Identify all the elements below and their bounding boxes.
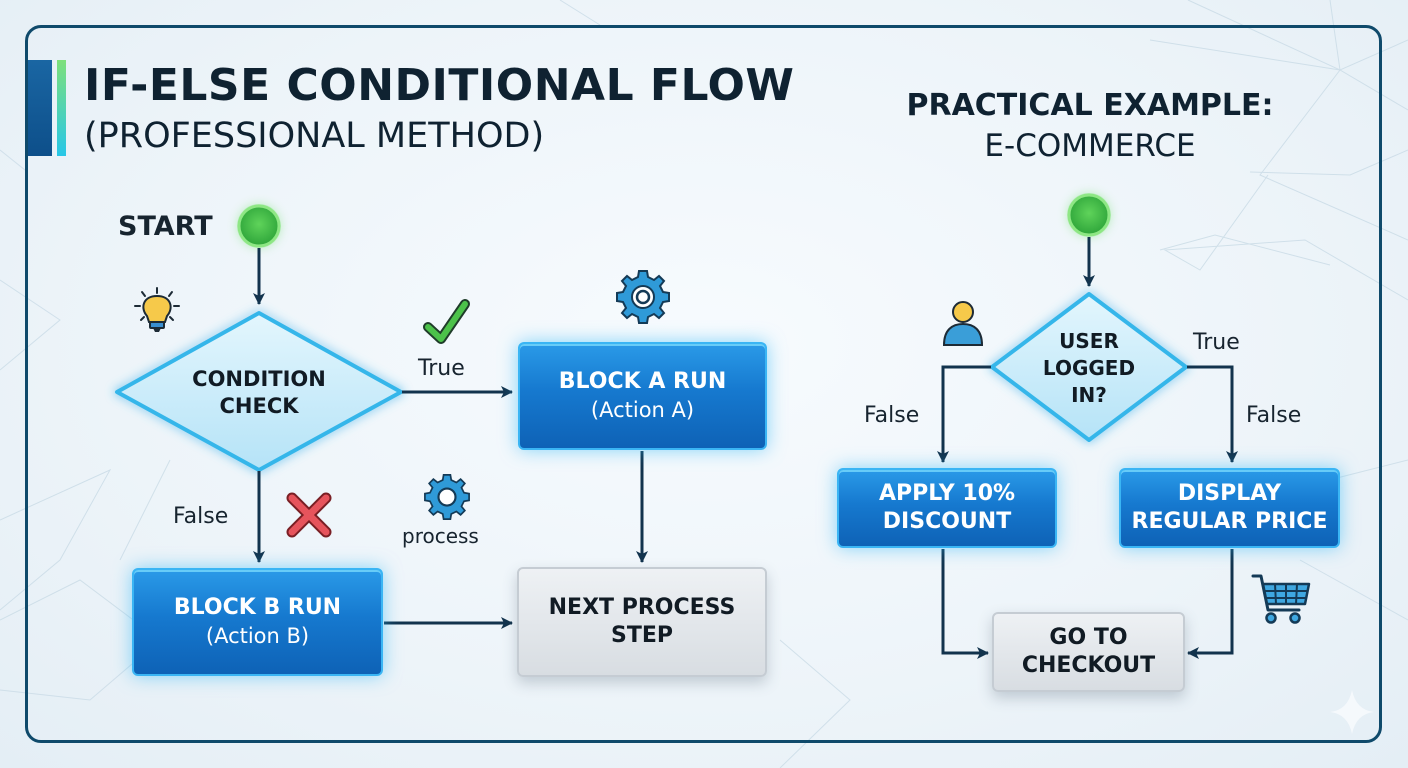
go-to-checkout-block[interactable]: GO TO CHECKOUT: [992, 612, 1185, 692]
user-condition-line-1: USER: [1059, 328, 1119, 353]
example-start-node: [1067, 193, 1111, 237]
cross-icon: [286, 492, 332, 538]
condition-line-2: CHECK: [219, 394, 299, 418]
title-accent-bar: [28, 60, 52, 156]
block-a-title: BLOCK A RUN: [558, 369, 727, 394]
title-accent-bar-secondary: [57, 60, 66, 156]
page-title: IF-ELSE CONDITIONAL FLOW: [84, 60, 795, 111]
true-label: True: [418, 356, 465, 381]
sparkle-icon: [1330, 690, 1374, 734]
example-title: PRACTICAL EXAMPLE:: [906, 88, 1274, 123]
example-true-label: True: [1193, 330, 1240, 355]
page-subtitle: (PROFESSIONAL METHOD): [84, 116, 545, 156]
block-b-title: BLOCK B RUN: [173, 595, 342, 620]
start-label: START: [118, 211, 213, 242]
user-logged-in-label: USER LOGGED IN?: [1014, 327, 1164, 409]
block-a-subtitle: (Action A): [590, 398, 695, 422]
user-condition-line-2: LOGGED: [1042, 355, 1136, 380]
checkout-line-1: GO TO: [1049, 625, 1128, 650]
display-regular-price-block[interactable]: DISPLAY REGULAR PRICE: [1119, 468, 1340, 548]
next-process-step[interactable]: NEXT PROCESS STEP: [517, 567, 767, 677]
process-gear-icon: [424, 474, 470, 520]
lightbulb-icon: [134, 287, 180, 332]
checkout-line-2: CHECKOUT: [1021, 653, 1156, 678]
next-step-line-2: STEP: [610, 623, 673, 648]
arrow-true-to-regular-price: [1187, 365, 1238, 463]
false-label: False: [173, 504, 229, 529]
diagram-frame: [25, 25, 1382, 743]
arrow-false-to-discount: [937, 365, 991, 463]
user-condition-line-3: IN?: [1071, 382, 1107, 407]
discount-line-2: DISCOUNT: [882, 509, 1012, 534]
arrow-discount-to-checkout: [941, 549, 989, 659]
next-step-line-1: NEXT PROCESS: [548, 595, 736, 620]
gear-icon: [616, 270, 670, 324]
arrow-regular-to-checkout: [1187, 549, 1234, 659]
apply-discount-block[interactable]: APPLY 10% DISCOUNT: [837, 468, 1057, 548]
discount-line-1: APPLY 10%: [878, 481, 1016, 506]
block-b[interactable]: BLOCK B RUN (Action B): [132, 568, 383, 676]
shopping-cart-icon: [1251, 574, 1311, 624]
example-false-label-right: False: [1246, 403, 1302, 428]
example-false-label-left: False: [864, 403, 920, 428]
regular-line-2: REGULAR PRICE: [1131, 509, 1328, 534]
user-logged-in-diamond: [990, 292, 1188, 442]
condition-check-label: CONDITION CHECK: [159, 365, 359, 421]
process-label: process: [402, 524, 479, 548]
regular-line-1: DISPLAY: [1177, 481, 1282, 506]
start-node: [237, 204, 281, 248]
block-b-subtitle: (Action B): [205, 624, 310, 648]
condition-line-1: CONDITION: [192, 367, 326, 391]
user-icon: [942, 301, 984, 346]
condition-diamond: [115, 311, 403, 472]
example-subtitle: E-COMMERCE: [984, 128, 1196, 164]
block-a[interactable]: BLOCK A RUN (Action A): [518, 342, 767, 450]
